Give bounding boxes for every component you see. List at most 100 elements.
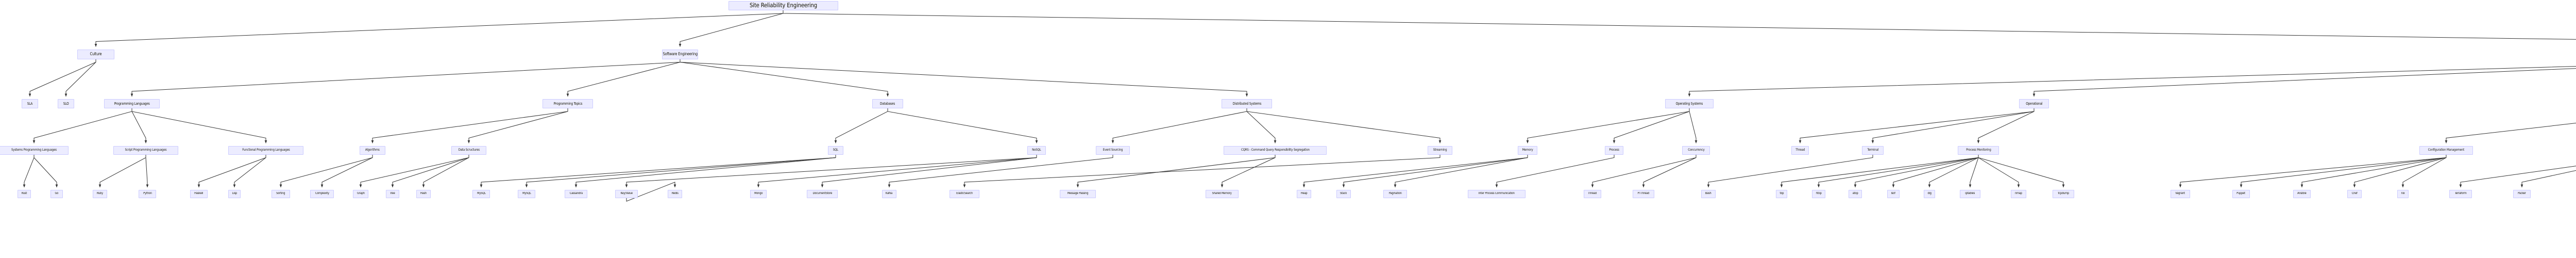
tree-node-n67[interactable]: atop (1849, 190, 1862, 198)
tree-node-n76[interactable]: Chef (2347, 190, 2362, 198)
tree-node-n4[interactable]: SLA (22, 99, 38, 108)
tree-node-n56[interactable]: Message Passing (1060, 190, 1096, 198)
tree-node-n65[interactable]: top (1776, 190, 1787, 198)
tree-node-n36[interactable]: Rust (18, 190, 31, 198)
tree-node-label: PTThread (1637, 192, 1650, 196)
tree-node-label: lsof (1891, 192, 1896, 196)
tree-edge (1977, 108, 2035, 143)
tree-node-n64[interactable]: Bash (1701, 190, 1716, 198)
tree-node-label: Operating Systems (1675, 101, 1703, 106)
tree-node-n6[interactable]: Programming Languages (104, 99, 160, 108)
tree-node-label: Chef (2351, 192, 2358, 196)
tree-node-n72[interactable]: tcpdump (2053, 190, 2074, 198)
tree-node-n31[interactable]: Configuration Management (2419, 146, 2473, 155)
tree-node-n11[interactable]: Operational (2019, 99, 2049, 108)
tree-node-n79[interactable]: Packer (2513, 190, 2531, 198)
tree-node-n52[interactable]: Mongo (750, 190, 767, 198)
tree-node-n44[interactable]: Graph (353, 190, 368, 198)
tree-node-n0[interactable]: Site Reliability Engineering (728, 1, 838, 10)
tree-node-n42[interactable]: Sorting (272, 190, 290, 198)
tree-node-n68[interactable]: lsof (1887, 190, 1900, 198)
tree-node-n57[interactable]: Shared Memory (1206, 190, 1239, 198)
tree-node-n27[interactable]: Concurrency (1682, 146, 1710, 155)
tree-edge (680, 59, 889, 97)
tree-node-label: Python (143, 192, 152, 196)
tree-node-label: Concurrency (1687, 148, 1705, 152)
tree-node-n69[interactable]: dig (1924, 190, 1935, 198)
tree-node-n28[interactable]: Thread (1791, 146, 1809, 155)
tree-edge (145, 154, 149, 188)
tree-edge (2401, 154, 2447, 188)
tree-node-n59[interactable]: Stack (1336, 190, 1351, 198)
tree-node-label: Data Scructures (458, 148, 480, 152)
tree-node-n22[interactable]: Event Sourcing (1096, 146, 1130, 155)
tree-node-n16[interactable]: Script Programming Languages (113, 146, 178, 155)
tree-node-n25[interactable]: Memory (1518, 146, 1537, 155)
tree-node-n49[interactable]: Cassandra (565, 190, 587, 198)
tree-node-n66[interactable]: htop (1812, 190, 1825, 198)
tree-node-n30[interactable]: Process Monitoring (1958, 146, 1999, 155)
tree-node-n19[interactable]: Data Scructures (451, 146, 486, 155)
tree-node-label: MySQL (477, 192, 486, 196)
tree-node-n75[interactable]: Ansible (2293, 190, 2311, 198)
tree-node-n46[interactable]: Hash (416, 190, 431, 198)
tree-node-n24[interactable]: Streaming (1428, 146, 1452, 155)
tree-node-n61[interactable]: Inter Process Communication (1468, 190, 1526, 198)
tree-node-n60[interactable]: Pagination (1383, 190, 1407, 198)
tree-edge (566, 59, 681, 97)
tree-edge (279, 154, 373, 188)
tree-node-n63[interactable]: PTThread (1633, 190, 1654, 198)
tree-node-label: Streaming (1433, 148, 1447, 152)
tree-edge (2240, 154, 2447, 188)
tree-node-n43[interactable]: Complexity (310, 190, 334, 198)
tree-node-n37[interactable]: Go (50, 190, 63, 198)
tree-node-n21[interactable]: NoSQL (1027, 146, 1046, 155)
tree-node-n26[interactable]: Process (1605, 146, 1623, 155)
tree-node-n23[interactable]: CQRS - Command Query Responsibility Segr… (1224, 146, 1327, 155)
tree-node-n8[interactable]: Databases (872, 99, 903, 108)
tree-node-label: SQL (833, 148, 839, 152)
tree-node-n55[interactable]: ElasticSearch (950, 190, 979, 198)
tree-node-label: Software Engineering (663, 52, 698, 57)
tree-node-n50[interactable]: Key/Value (615, 190, 638, 198)
tree-edge (1302, 154, 1528, 188)
tree-node-n7[interactable]: Programming Topics (543, 99, 593, 108)
tree-node-n9[interactable]: Distributed Systems (1222, 99, 1272, 108)
tree-node-n38[interactable]: Ruby (93, 190, 107, 198)
tree-node-n39[interactable]: Python (139, 190, 156, 198)
tree-node-n53[interactable]: DocumentStore (807, 190, 838, 198)
tree-node-label: Hash (420, 192, 427, 196)
tree-node-n78[interactable]: Terraform (2449, 190, 2472, 198)
tree-node-n45[interactable]: Tree (386, 190, 399, 198)
tree-node-n58[interactable]: Heap (1297, 190, 1311, 198)
tree-edge (391, 154, 469, 188)
tree-node-label: SLO (63, 101, 69, 106)
tree-node-label: atop (1852, 192, 1858, 196)
tree-node-label: Rust (21, 192, 27, 196)
tree-node-n77[interactable]: nix (2397, 190, 2409, 198)
tree-node-n70[interactable]: iptables (1960, 190, 1980, 198)
tree-node-n2[interactable]: Software Engineering (662, 49, 698, 59)
tree-node-n10[interactable]: Operating Systems (1665, 99, 1714, 108)
tree-node-n51[interactable]: Redis (668, 190, 682, 198)
tree-node-n62[interactable]: Thread (1584, 190, 1601, 198)
tree-node-n48[interactable]: MySQL (518, 190, 535, 198)
tree-node-n5[interactable]: SLO (58, 99, 74, 108)
tree-edge (525, 154, 836, 188)
tree-node-n29[interactable]: Terminal (1862, 146, 1884, 155)
tree-node-n1[interactable]: Culture (77, 49, 114, 59)
tree-node-label: top (1780, 192, 1784, 196)
tree-node-n71[interactable]: nmap (2011, 190, 2026, 198)
tree-node-n41[interactable]: Lisp (228, 190, 241, 198)
tree-node-n17[interactable]: Functional Programming Languages (228, 146, 303, 155)
tree-node-n47[interactable]: MySQL (472, 190, 490, 198)
tree-node-n18[interactable]: Algorithms (360, 146, 385, 155)
tree-node-n40[interactable]: Haskell (190, 190, 208, 198)
tree-node-n20[interactable]: SQL (828, 146, 843, 155)
tree-edge (625, 154, 1037, 188)
tree-node-n54[interactable]: Kafka (882, 190, 896, 198)
tree-node-n73[interactable]: Vagrant (2171, 190, 2190, 198)
tree-node-n15[interactable]: Systems Programming Languages (0, 146, 69, 155)
tree-edge (887, 108, 1038, 143)
tree-node-n74[interactable]: Puppet (2232, 190, 2250, 198)
